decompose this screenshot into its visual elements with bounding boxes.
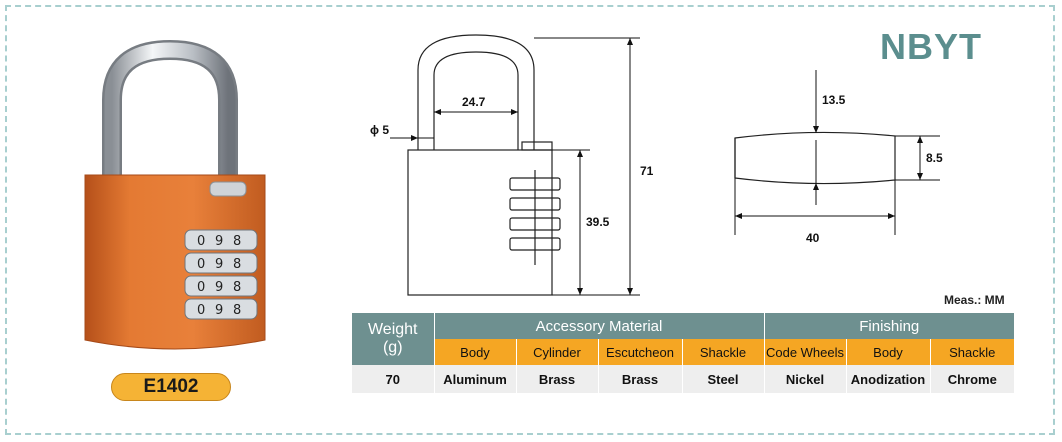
- svg-text:0: 0: [197, 257, 205, 272]
- col-body: Body: [433, 339, 516, 365]
- dashed-frame: [5, 5, 1055, 435]
- weight-unit: (g): [382, 339, 403, 356]
- col-escutcheon: Escutcheon: [597, 339, 682, 365]
- finishing-header: Finishing: [763, 313, 1014, 339]
- col-finish-shackle: Shackle: [929, 339, 1014, 365]
- dim-shackle-width: 24.7: [462, 95, 486, 109]
- svg-text:0: 0: [197, 234, 205, 249]
- val-finish-shackle: Chrome: [929, 365, 1014, 393]
- weight-label: Weight: [367, 321, 418, 338]
- svg-text:0: 0: [197, 280, 205, 295]
- val-code-wheels: Nickel: [763, 365, 846, 393]
- svg-text:0: 0: [197, 303, 205, 318]
- dim-shackle-diameter: ϕ 5: [370, 123, 389, 137]
- dim-top-thickness: 13.5: [822, 93, 846, 107]
- padlock-illustration: 0 9 8 0 9 8 0 9 8 0 9 8: [84, 40, 266, 350]
- spec-table: Weight (g) Accessory Material Finishing …: [352, 313, 1014, 393]
- val-escutcheon: Brass: [597, 365, 682, 393]
- col-cylinder: Cylinder: [515, 339, 598, 365]
- dim-total-height: 71: [640, 164, 654, 178]
- val-body: Aluminum: [433, 365, 516, 393]
- val-cylinder: Brass: [515, 365, 598, 393]
- code-wheels: 0 9 8 0 9 8 0 9 8 0 9 8: [184, 229, 258, 320]
- model-badge: E1402: [111, 373, 231, 401]
- weight-header: Weight (g): [352, 313, 434, 365]
- dim-body-height: 39.5: [586, 215, 610, 229]
- svg-text:9: 9: [215, 234, 223, 249]
- val-shackle: Steel: [681, 365, 764, 393]
- technical-drawing: 24.7 ϕ 5 71 39.5 13.5 8.5 40: [370, 34, 943, 296]
- svg-text:9: 9: [215, 257, 223, 272]
- dim-side-thickness: 8.5: [926, 151, 943, 165]
- svg-text:8: 8: [233, 280, 241, 295]
- svg-text:9: 9: [215, 280, 223, 295]
- val-finish-body: Anodization: [845, 365, 930, 393]
- col-finish-body: Body: [845, 339, 930, 365]
- col-code-wheels: Code Wheels: [763, 339, 846, 365]
- col-shackle: Shackle: [681, 339, 764, 365]
- svg-text:9: 9: [215, 303, 223, 318]
- svg-text:8: 8: [233, 257, 241, 272]
- dim-body-width: 40: [806, 231, 820, 245]
- brand-logo: NBYT: [880, 26, 982, 67]
- svg-text:8: 8: [233, 234, 241, 249]
- weight-value: 70: [352, 365, 434, 393]
- measure-unit: Meas.: MM: [944, 293, 1005, 307]
- svg-text:8: 8: [233, 303, 241, 318]
- accessory-material-header: Accessory Material: [433, 313, 764, 339]
